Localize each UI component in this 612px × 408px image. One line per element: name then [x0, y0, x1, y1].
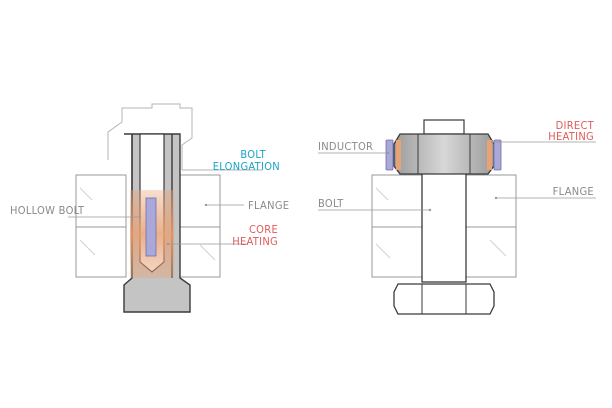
- flange-left-plate-a: [75, 174, 127, 278]
- flange-right-plate-b: [465, 174, 517, 278]
- label-flange-right: FLANGE: [553, 185, 594, 198]
- label-core-heating-line2: HEATING: [232, 235, 278, 248]
- label-inductor: INDUCTOR: [318, 140, 373, 153]
- label-bolt-elongation-line1: BOLT: [240, 148, 266, 161]
- label-direct-heating-line2: HEATING: [548, 130, 594, 143]
- bolt-thread-end: [423, 119, 465, 135]
- label-direct-heating-line1: DIRECT: [556, 119, 595, 132]
- label-hollow-bolt: HOLLOW BOLT: [10, 204, 85, 217]
- bolt-head: [393, 283, 495, 315]
- flange-right-plate-a: [371, 174, 423, 278]
- direct-heating-zone-right: [487, 140, 492, 170]
- direct-heating-diagram: [318, 119, 596, 315]
- direct-heating-zone-left: [396, 140, 401, 170]
- bolt-elongation-ghost: [121, 103, 193, 170]
- core-heater-element: [145, 197, 157, 257]
- inductor-coil-left: [385, 139, 394, 171]
- label-bolt-elongation-line2: ELONGATION: [213, 160, 280, 173]
- label-core-heating-line1: CORE: [249, 223, 278, 236]
- inductor-coil-right: [493, 139, 502, 171]
- bolt-shank: [421, 171, 467, 283]
- label-bolt: BOLT: [318, 197, 344, 210]
- heated-nut: [393, 133, 495, 175]
- label-flange-left: FLANGE: [248, 199, 289, 212]
- core-heating-diagram: [68, 103, 262, 313]
